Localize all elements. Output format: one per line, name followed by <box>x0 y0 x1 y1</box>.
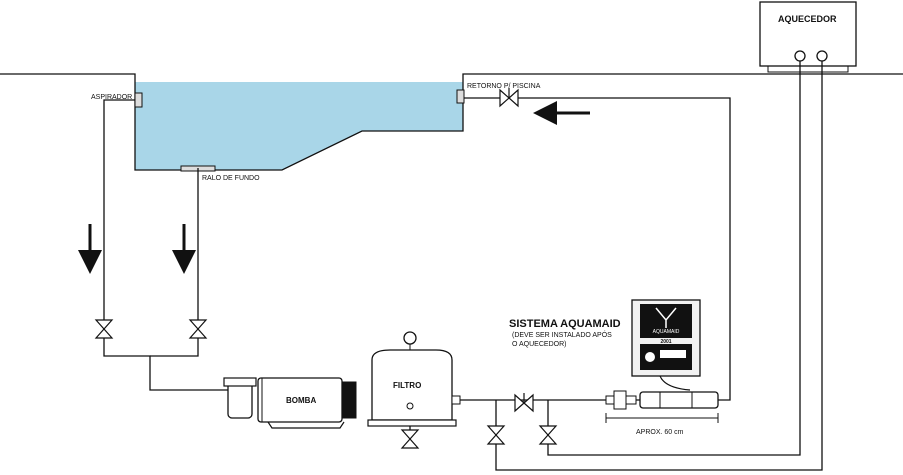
valve-icon <box>486 425 506 445</box>
filter-body <box>371 349 453 421</box>
device-model: 2001 <box>660 339 671 345</box>
pipe-to-return <box>464 97 731 401</box>
pool <box>0 73 903 172</box>
valves <box>94 88 558 449</box>
pressure-gauge-icon <box>403 331 417 345</box>
main-drain-label: RALO DE FUNDO <box>202 175 260 182</box>
system-note-line-2: O AQUECEDOR) <box>512 341 566 348</box>
filter-label: FILTRO <box>393 381 421 390</box>
valve-icon <box>94 319 114 339</box>
pipe-skimmer <box>103 99 235 391</box>
filter-drain-port <box>406 402 414 410</box>
pipe-main-drain <box>150 168 199 357</box>
heater-base <box>767 66 849 73</box>
pool-water <box>135 82 463 170</box>
pump-label: BOMBA <box>286 396 316 405</box>
heater-port-right <box>816 50 828 62</box>
return-fitting <box>456 89 465 104</box>
ground-line <box>0 73 903 171</box>
aquamaid-device: AQUAMAID 2001 <box>605 299 719 423</box>
device-logo <box>655 307 677 328</box>
skimmer-label: ASPIRADOR <box>91 94 132 101</box>
system-title: SISTEMA AQUAMAID <box>509 318 621 330</box>
distance-label: APROX. 60 cm <box>636 429 684 436</box>
pump-end-cap <box>341 381 357 419</box>
heater <box>759 1 857 73</box>
return-label: RETORNO P/ PISCINA <box>467 83 541 90</box>
valve-icon <box>538 425 558 445</box>
heater-port-left <box>794 50 806 62</box>
pump: BOMBA <box>223 377 357 429</box>
skimmer-fitting <box>134 92 143 108</box>
heater-label: AQUECEDOR <box>778 14 837 24</box>
heater-box <box>759 1 857 67</box>
pump-base <box>267 421 345 429</box>
valve-icon <box>188 319 208 339</box>
valve-icon <box>400 429 420 449</box>
system-note-line-1: (DEVE SER INSTALADO APÓS <box>512 330 612 339</box>
device-brand: AQUAMAID <box>653 329 680 335</box>
aquamaid-cell <box>639 391 719 409</box>
pump-strainer <box>227 381 253 419</box>
filter: FILTRO <box>367 331 461 427</box>
